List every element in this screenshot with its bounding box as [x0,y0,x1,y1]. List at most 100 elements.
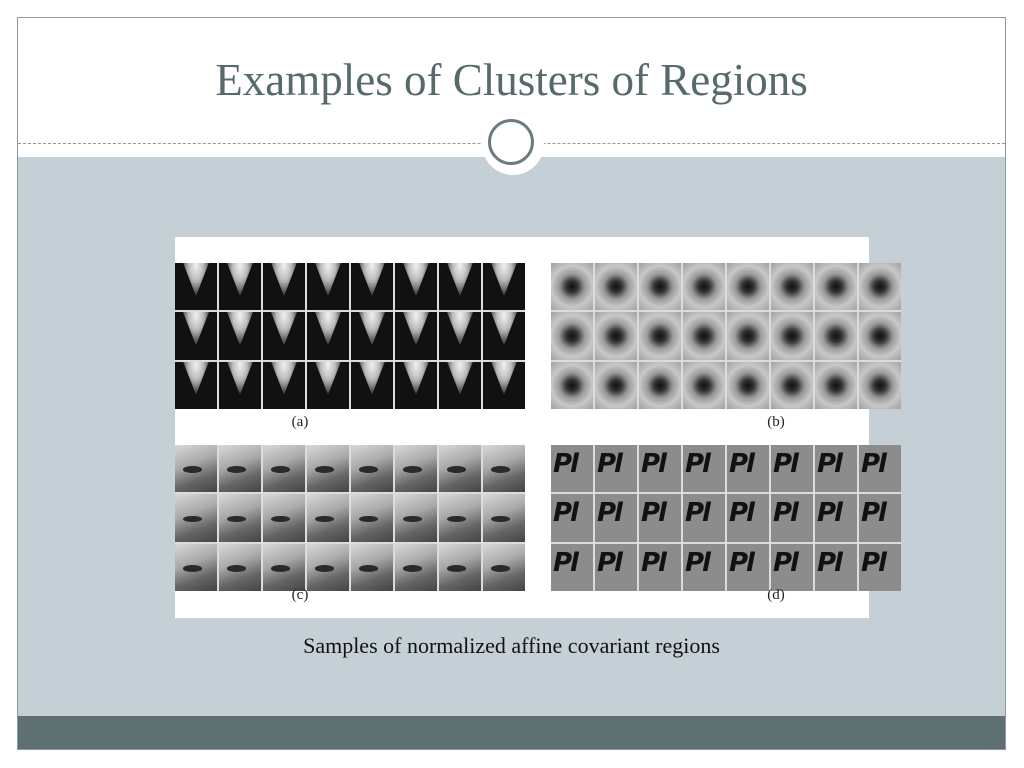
region-tile [727,494,769,542]
region-tile [175,445,217,493]
panel-a-image [175,263,525,409]
region-tile [351,445,393,493]
region-tile [395,445,437,493]
region-tile [727,445,769,493]
region-tile [771,543,813,591]
region-tile [859,494,901,542]
region-tile [859,361,901,409]
region-tile [639,361,681,409]
region-tile [483,543,525,591]
region-tile [595,445,637,493]
panel-c-image [175,445,525,591]
region-tile [175,361,217,409]
region-tile [395,494,437,542]
region-tile [307,312,349,360]
region-tile [175,263,217,311]
region-tile [219,494,261,542]
region-tile [815,445,857,493]
region-tile [859,543,901,591]
region-tile [859,263,901,311]
region-tile [859,445,901,493]
region-tile [683,263,725,311]
region-tile [771,494,813,542]
region-tile [639,543,681,591]
region-tile [351,361,393,409]
region-tile [727,263,769,311]
region-tile [771,263,813,311]
panel-label-b: (b) [767,414,785,430]
region-tile [815,494,857,542]
region-tile [595,312,637,360]
region-tile [307,263,349,311]
region-tile [263,361,305,409]
region-tile [551,494,593,542]
region-tile [551,445,593,493]
panel-label-c: (c) [291,587,309,603]
panel-label-a: (a) [291,414,309,430]
figure-caption: Samples of normalized affine covariant r… [303,633,720,658]
region-tile [351,543,393,591]
region-tile [683,361,725,409]
region-tile [771,312,813,360]
region-tile [727,312,769,360]
region-tile [219,445,261,493]
region-tile [439,445,481,493]
region-tile [395,312,437,360]
region-tile [175,494,217,542]
cluster-figure: (a) (b) (c) (d) [175,237,901,618]
panel-d-image [551,445,901,591]
region-tile [175,312,217,360]
region-tile [351,312,393,360]
region-tile [595,494,637,542]
footer-bar [18,716,1005,749]
region-tile [815,543,857,591]
region-tile [727,361,769,409]
region-tile [263,543,305,591]
region-tile [439,263,481,311]
region-tile [595,263,637,311]
region-tile [307,494,349,542]
region-tile [815,312,857,360]
region-tile [439,361,481,409]
region-tile [483,494,525,542]
region-tile [395,361,437,409]
region-tile [351,263,393,311]
region-tile [351,494,393,542]
circle-ornament-icon [488,119,534,165]
region-tile [551,543,593,591]
region-tile [219,361,261,409]
region-tile [263,263,305,311]
region-tile [263,312,305,360]
region-tile [219,263,261,311]
region-tile [219,312,261,360]
region-tile [395,263,437,311]
region-tile [483,445,525,493]
region-tile [439,543,481,591]
region-tile [639,494,681,542]
region-tile [307,445,349,493]
region-tile [639,263,681,311]
region-tile [595,361,637,409]
region-tile [219,543,261,591]
region-tile [639,312,681,360]
panel-b-image [551,263,901,409]
region-tile [551,263,593,311]
region-tile [551,312,593,360]
region-tile [307,361,349,409]
region-tile [859,312,901,360]
slide-title: Examples of Clusters of Regions [215,55,808,105]
region-tile [771,445,813,493]
region-tile [683,494,725,542]
region-tile [483,263,525,311]
region-tile [439,312,481,360]
region-tile [263,494,305,542]
region-tile [483,361,525,409]
region-tile [683,543,725,591]
region-tile [395,543,437,591]
region-tile [771,361,813,409]
panel-label-d: (d) [767,587,785,603]
region-tile [683,445,725,493]
region-tile [439,494,481,542]
region-tile [175,543,217,591]
region-tile [595,543,637,591]
